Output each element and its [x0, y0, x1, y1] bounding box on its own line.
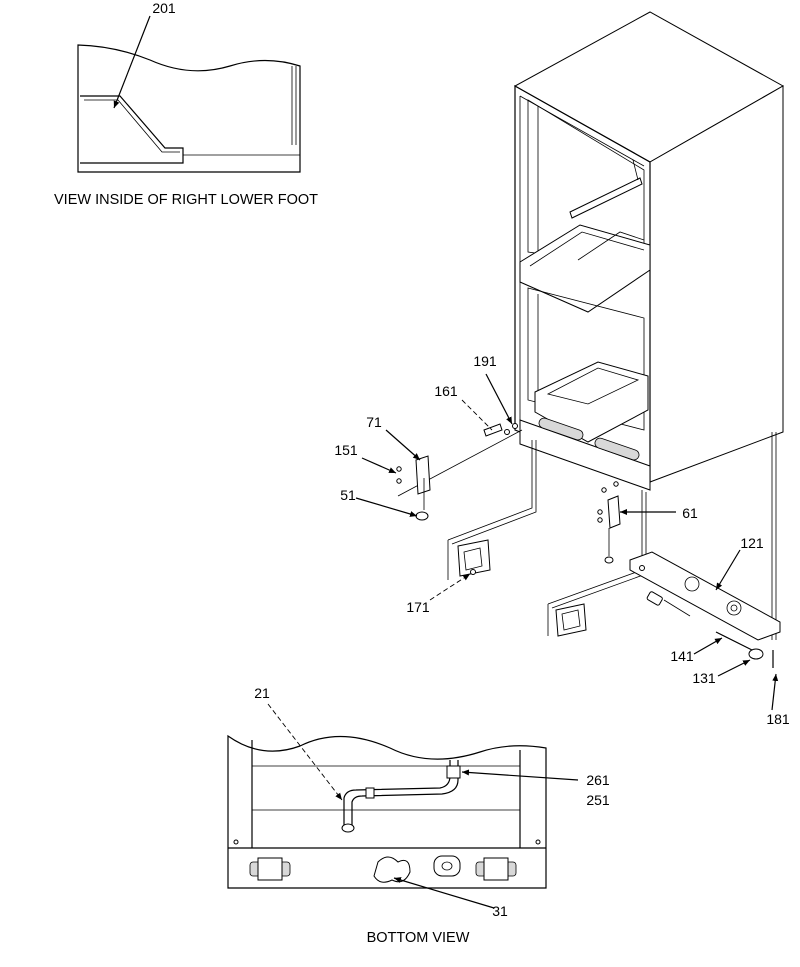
leader-lines	[355, 373, 779, 711]
callout-251: 251	[586, 792, 610, 808]
callout-191: 191	[473, 353, 497, 369]
right-hinge-assembly	[547, 481, 647, 637]
callout-51: 51	[340, 487, 356, 503]
caption-foot-view: VIEW INSIDE OF RIGHT LOWER FOOT	[54, 192, 318, 208]
callout-141: 141	[670, 648, 694, 664]
callout-31: 31	[492, 903, 508, 919]
inset-bottom-view	[227, 703, 579, 909]
refrigerator-cabinet	[513, 11, 785, 640]
caption-bottom-view: BOTTOM VIEW	[367, 930, 470, 946]
callout-151: 151	[334, 442, 358, 458]
callout-171: 171	[406, 599, 430, 615]
callout-261: 261	[586, 772, 610, 788]
callout-21: 21	[254, 685, 270, 701]
callout-71: 71	[366, 414, 382, 430]
callout-161: 161	[434, 383, 458, 399]
callout-131: 131	[692, 670, 716, 686]
callout-61: 61	[682, 505, 698, 521]
bottom-plate-121	[629, 551, 781, 668]
left-hinge-assembly	[396, 423, 537, 580]
inset-right-lower-foot: 201	[77, 0, 301, 173]
callout-181: 181	[766, 711, 790, 727]
callout-201: 201	[152, 0, 176, 16]
callout-121: 121	[740, 535, 764, 551]
